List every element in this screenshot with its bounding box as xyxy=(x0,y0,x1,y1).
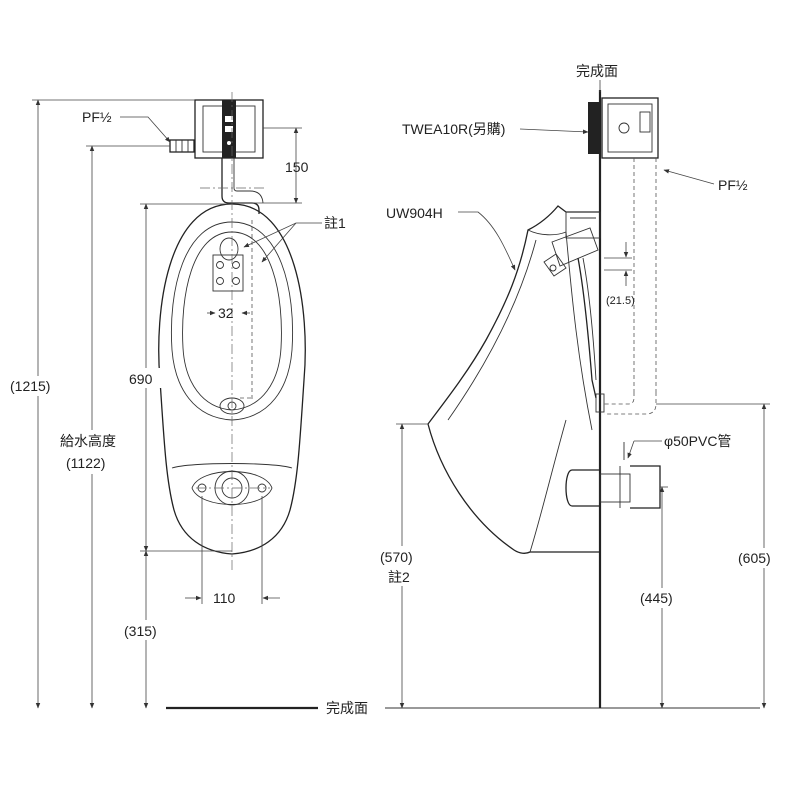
urinal-body-front xyxy=(158,203,306,555)
dimension-690: 690 xyxy=(129,371,153,387)
label-pvc-pipe: φ50PVC管 xyxy=(664,433,731,449)
dimension-570: (570) xyxy=(380,549,413,565)
label-uw904h: UW904H xyxy=(386,205,443,221)
label-note2: 註2 xyxy=(388,569,410,585)
dimension-605: (605) xyxy=(738,550,771,566)
dimension-150: 150 xyxy=(285,159,309,175)
side-view: 完成面 xyxy=(378,63,788,709)
dimension-21-5: (21.5) xyxy=(606,295,635,307)
urinal-body-side xyxy=(427,205,601,554)
dimension-315: (315) xyxy=(124,623,157,639)
label-note1: 註1 xyxy=(324,215,346,231)
flush-valve-side xyxy=(588,97,659,159)
dimension-110: 110 xyxy=(213,590,236,606)
label-finish-surface-floor: 完成面 xyxy=(326,700,368,716)
dimension-1122: (1122) xyxy=(66,455,105,471)
dimension-445: (445) xyxy=(640,590,673,606)
label-finish-surface-wall: 完成面 xyxy=(576,63,618,79)
front-view: PF½ 150 註1 32 690 (1215) 給水高度 (1122) xyxy=(8,92,346,709)
flush-valve-front xyxy=(169,99,264,159)
dimension-1215: (1215) xyxy=(10,378,50,394)
label-twea10r: TWEA10R(另購) xyxy=(402,121,505,137)
label-supply-height: 給水高度 xyxy=(60,433,116,449)
label-pf-left: PF½ xyxy=(82,109,112,125)
dimension-32: 32 xyxy=(218,305,234,321)
label-pf-right: PF½ xyxy=(718,177,748,193)
